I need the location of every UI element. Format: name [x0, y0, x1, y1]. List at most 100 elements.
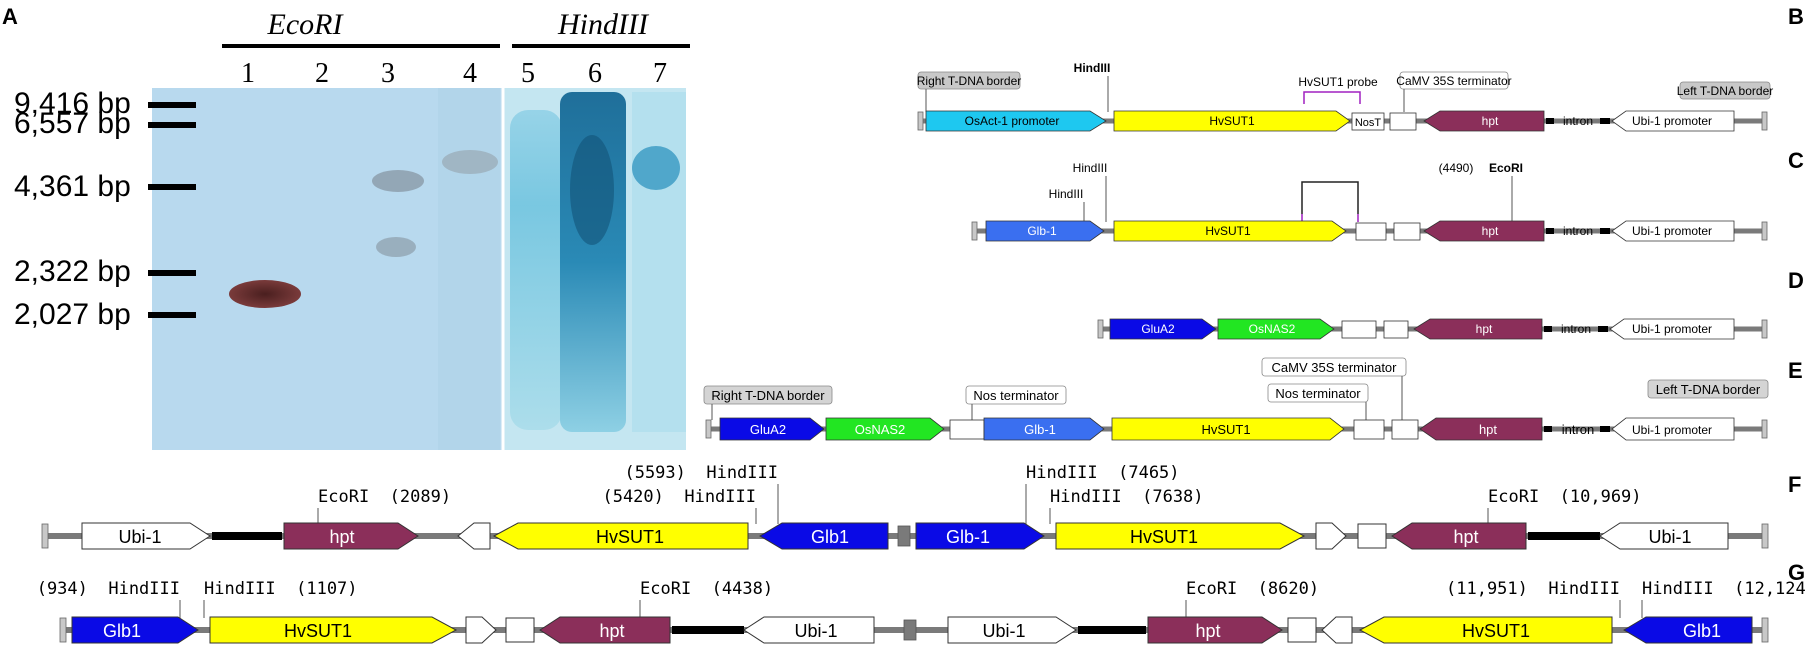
hpt-gene-arrow	[1147, 616, 1283, 644]
t-dna-border-left	[1761, 111, 1768, 131]
left-border-label-box	[1679, 81, 1771, 100]
glb1-promoter-arrow	[759, 522, 889, 550]
intron-segment	[672, 626, 744, 634]
hindiii-site-label: HindIII	[1073, 161, 1108, 175]
lane-label-3: 3	[381, 58, 395, 89]
hvsut1-gene-label: HvSUT1	[1209, 114, 1255, 128]
t-dna-border	[971, 221, 978, 241]
hpt-gene-label: hpt	[1453, 527, 1478, 547]
t-dna-border	[1761, 419, 1768, 439]
hpt-gene-label: hpt	[1476, 322, 1493, 336]
position-label: (4490)	[1439, 161, 1474, 175]
hvsut1-gene-arrow	[1113, 110, 1351, 132]
gel-lane-6-core	[570, 135, 614, 245]
hpt-gene-arrow	[1423, 110, 1545, 132]
ubi1-promoter-label: Ubi-1	[982, 621, 1025, 641]
terminator-box	[1341, 320, 1377, 339]
hvsut1-gene-label: HvSUT1	[596, 527, 664, 547]
hpt-gene-arrow	[1391, 522, 1527, 550]
hpt-gene-label: hpt	[1479, 422, 1497, 437]
t-dna-border	[705, 419, 712, 439]
t-dna-border	[1761, 617, 1769, 643]
construct-g: G (934) HindIII HindIII (1107) EcoRI (44…	[37, 560, 1806, 644]
nos-terminator-label-box	[1267, 383, 1369, 403]
intron-label: intron	[1562, 422, 1595, 437]
intron-segment	[1600, 118, 1610, 124]
hvsut1-gene-label: HvSUT1	[1201, 422, 1250, 437]
hpt-gene-arrow	[283, 522, 419, 550]
terminator-box	[1383, 320, 1409, 339]
gel-band-lane3-upper	[372, 170, 424, 192]
construct-b: B Right T-DNA border HindIII HvSUT1 prob…	[917, 4, 1804, 132]
glua2-promoter-label: GluA2	[750, 422, 786, 437]
hindiii-site-label: HindIII (7465)	[1026, 463, 1180, 483]
probe-bracket	[1303, 91, 1361, 104]
enzyme-hindiii-label: HindIII	[557, 8, 650, 41]
right-border-label-box	[917, 71, 1021, 90]
marker-tick-9416	[148, 102, 196, 108]
construct-e: E Right T-DNA border Nos terminator CaMV…	[703, 357, 1803, 441]
probe-bracket	[1301, 181, 1359, 214]
ubi1-promoter-arrow	[81, 522, 211, 550]
marker-tick-2322	[148, 270, 196, 276]
ubi-promoter-arrow	[1611, 220, 1735, 242]
hvsut1-gene-arrow	[1111, 417, 1345, 441]
marker-tick-4361	[148, 184, 196, 190]
marker-label-6557: 6,557 bp	[14, 107, 131, 140]
probe-label: HvSUT1 probe	[1298, 75, 1378, 89]
panel-letter-e: E	[1788, 358, 1803, 383]
t-dna-border	[1097, 319, 1104, 339]
marker-label-9416: 9,416 bp	[14, 87, 131, 120]
ubi-promoter-arrow	[1611, 417, 1735, 441]
intron-segment	[1546, 118, 1554, 124]
hpt-gene-label: hpt	[599, 621, 624, 641]
hpt-gene-label: hpt	[1482, 224, 1499, 238]
terminator-box	[1355, 222, 1387, 241]
terminator-box	[505, 617, 535, 643]
ubi1-promoter-label: Ubi-1	[794, 621, 837, 641]
gel-panel: A EcoRI HindIII 1 2 3 4 5 6 7 9,416 bp 6…	[2, 4, 690, 450]
intron-segment	[1598, 326, 1608, 332]
osnas2-gene-arrow	[825, 417, 945, 441]
intron-segment	[212, 532, 282, 540]
ubi-promoter-arrow	[1609, 318, 1735, 340]
terminator-box	[1357, 523, 1387, 549]
glb1-promoter-label: Glb-1	[1027, 224, 1057, 238]
ecori-site-label: EcoRI (10,969)	[1488, 487, 1642, 507]
gel-band-lane4	[442, 150, 498, 174]
gel-lane-7-band	[632, 146, 680, 190]
hvsut1-gene-label: HvSUT1	[1205, 224, 1251, 238]
hpt-gene-arrow	[539, 616, 671, 644]
glb1-promoter-label: Glb-1	[946, 527, 990, 547]
terminator-box	[949, 419, 985, 440]
t-dna-border	[1761, 319, 1768, 339]
camv-terminator-label: CaMV 35S terminator	[1272, 360, 1398, 375]
ubi1-promoter-arrow	[947, 616, 1077, 644]
construct-c: C HindIII HindIII (4490) EcoRI Glb-1 HvS…	[971, 148, 1804, 242]
gel-band-lane1	[229, 280, 301, 308]
glb1-promoter-label: Glb1	[811, 527, 849, 547]
intron-label: intron	[1561, 322, 1591, 336]
gel-lane-7-strip	[632, 92, 686, 432]
hindiii-site-label: HindIII (12,124	[1642, 579, 1806, 599]
lane-label-5: 5	[521, 58, 535, 89]
terminator-arrow	[457, 522, 491, 550]
glua2-promoter-label: GluA2	[1141, 322, 1175, 336]
hindiii-site-label: (11,951) HindIII	[1446, 579, 1620, 599]
intron-segment	[1600, 228, 1610, 234]
panel-letter-d: D	[1788, 268, 1804, 293]
hindiii-site-label: HindIII	[1049, 187, 1084, 201]
glb1-promoter-arrow	[1623, 616, 1753, 644]
ubi-promoter-arrow	[1611, 110, 1735, 132]
camv-terminator-label: CaMV 35S terminator	[1396, 74, 1511, 88]
intron-label: intron	[1563, 114, 1593, 128]
ubi-promoter-label: Ubi-1 promoter	[1632, 423, 1712, 437]
intron-label: intron	[1563, 224, 1593, 238]
hindiii-site-label: (5420) HindIII	[602, 487, 756, 507]
ubi-promoter-label: Ubi-1 promoter	[1632, 224, 1712, 238]
hindiii-site-label: (5593) HindIII	[624, 463, 778, 483]
hpt-gene-arrow	[1419, 417, 1543, 441]
terminator-arrow	[1321, 616, 1353, 644]
osact-promoter-arrow	[925, 110, 1107, 132]
